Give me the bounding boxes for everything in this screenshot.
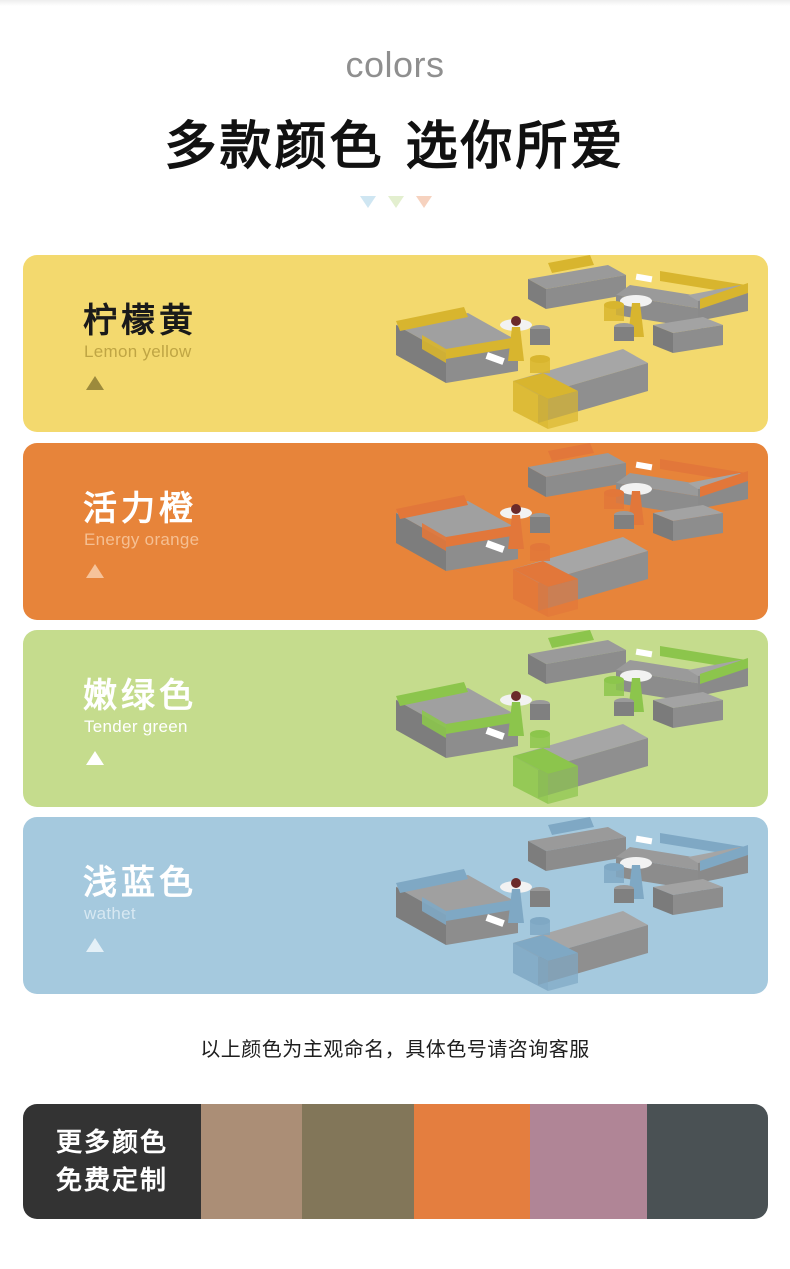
section-kicker: colors [345,44,445,85]
custom-colors-label: 更多颜色 免费定制 [23,1104,201,1219]
sofa-set-illustration [368,255,763,432]
color-name-cn: 嫩绿色 [83,676,197,716]
color-swatch [530,1104,647,1219]
triangle-icon [360,196,376,208]
custom-colors-line2: 免费定制 [55,1165,168,1196]
color-name-en: Tender green [84,717,188,736]
color-name-cn: 柠檬黄 [83,301,197,341]
color-name-en: wathet [84,904,136,923]
section-title: 多款颜色 选你所爱 [164,117,626,177]
custom-colors-line1: 更多颜色 [55,1127,168,1158]
sofa-set-illustration [368,817,763,994]
sofa-set-illustration [368,443,763,620]
color-swatch [414,1104,530,1219]
more-colors-banner: 更多颜色 免费定制 [23,1104,768,1219]
triangle-icon [416,196,432,208]
color-swatch [647,1104,768,1219]
color-name-en: Energy orange [84,530,200,549]
decorative-triangles [355,194,435,210]
triangle-icon [86,937,104,956]
sofa-set-illustration [368,630,763,807]
color-naming-note: 以上颜色为主观命名，具体色号请咨询客服 [200,1037,590,1061]
color-name-cn: 浅蓝色 [83,863,197,903]
color-name-cn: 活力橙 [83,489,197,529]
triangle-icon [86,750,104,769]
triangle-icon [388,196,404,208]
color-name-en: Lemon yellow [84,342,192,361]
color-swatch [302,1104,414,1219]
triangle-icon [86,375,104,394]
triangle-icon [86,563,104,582]
top-divider [0,0,790,6]
color-swatch [201,1104,302,1219]
